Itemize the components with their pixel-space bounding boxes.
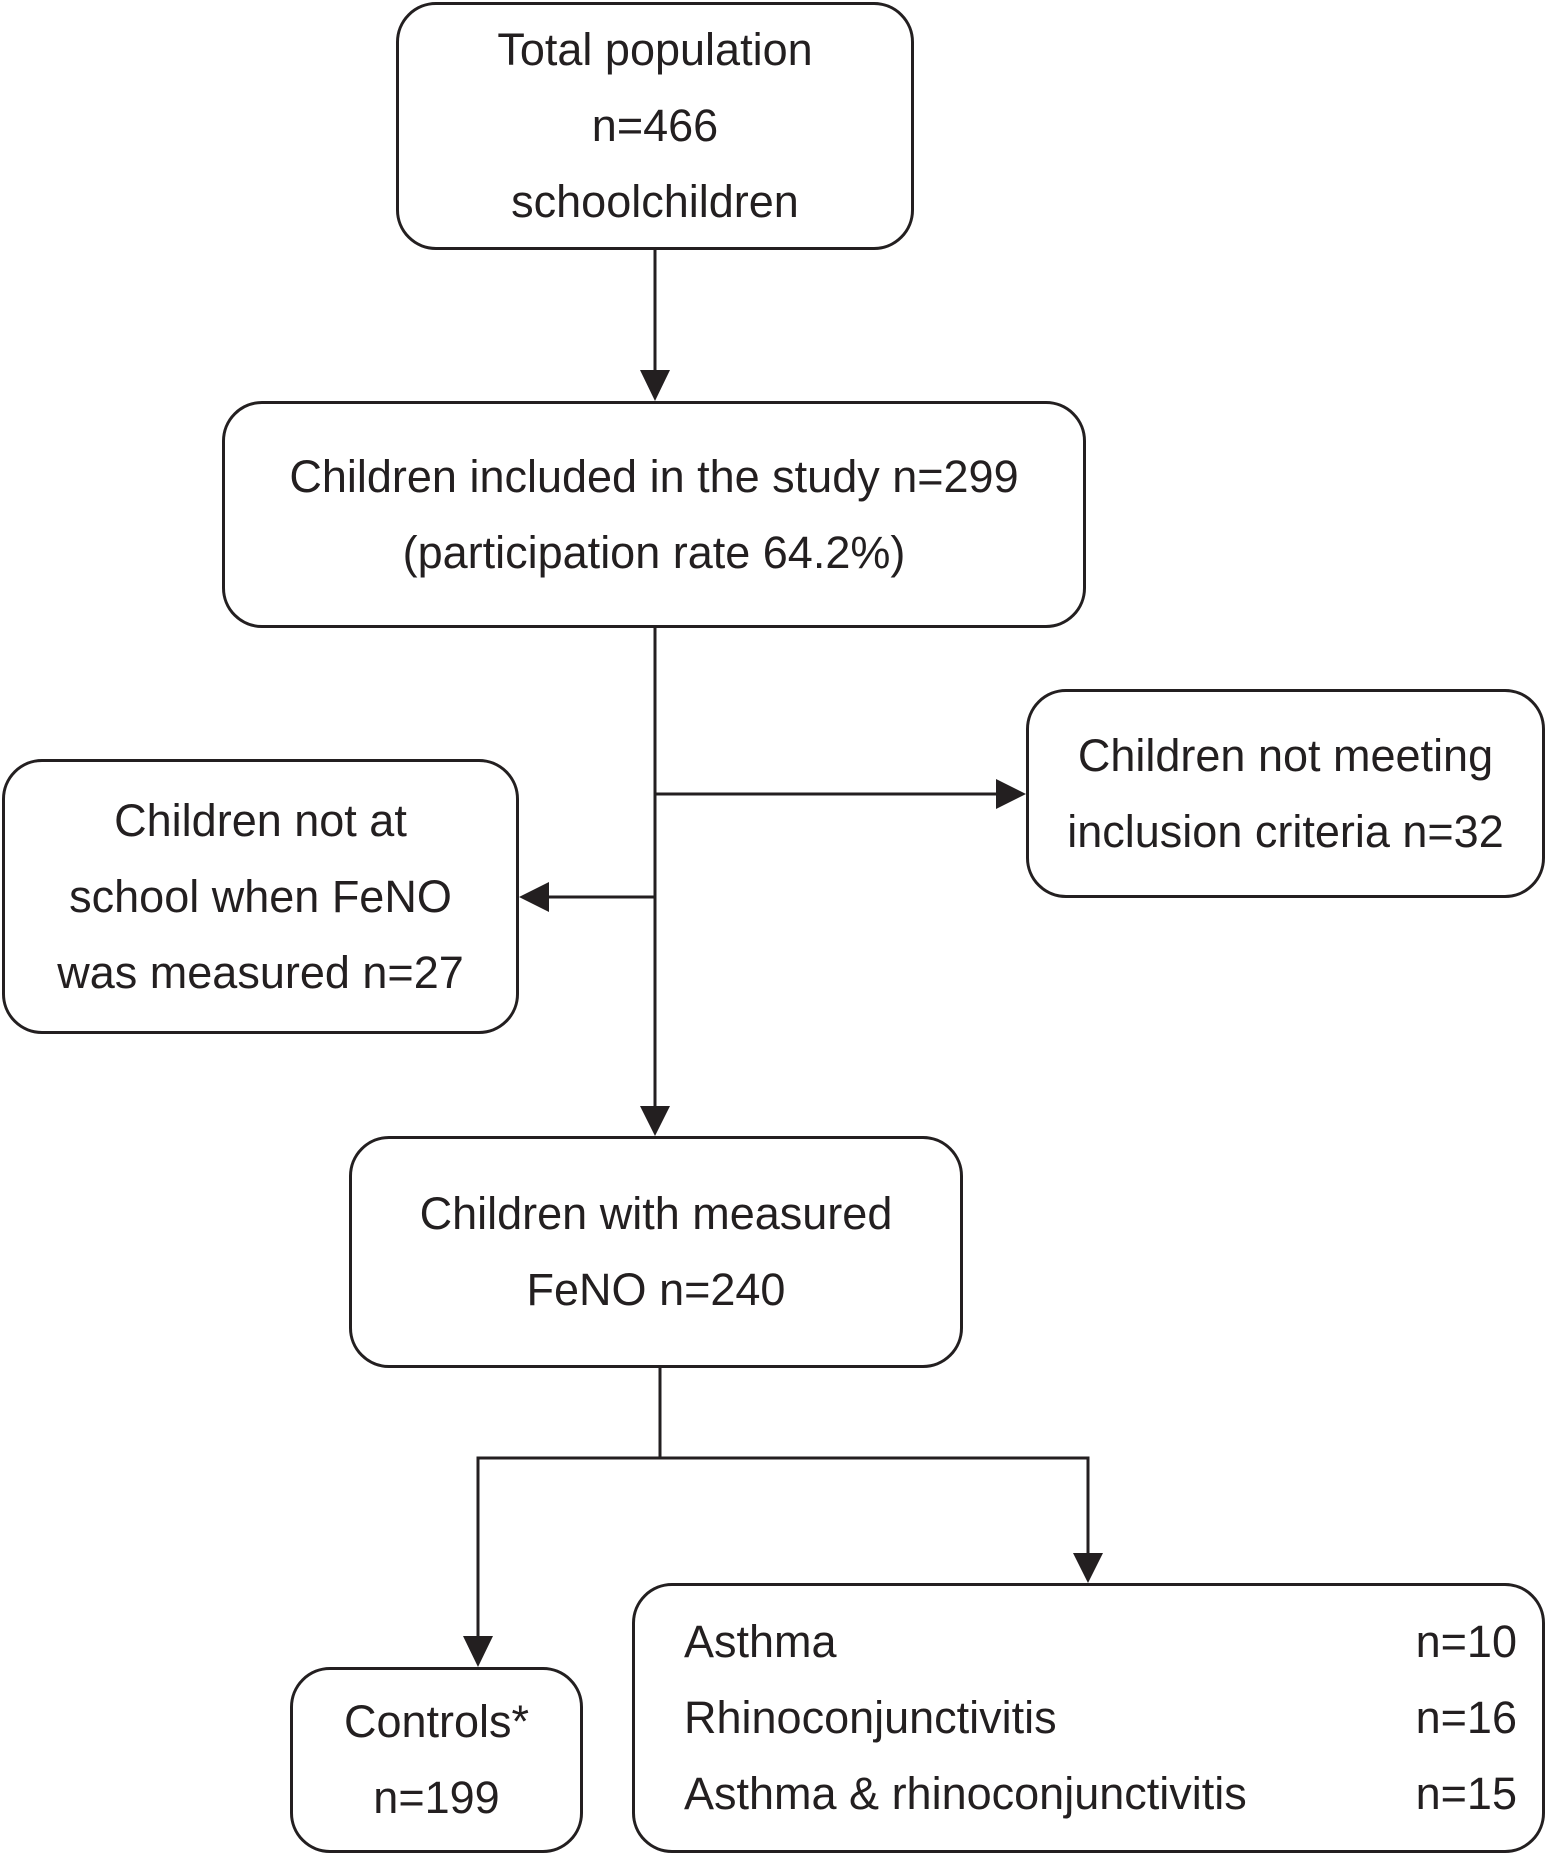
not-meeting-criteria-box: Children not meeting inclusion criteria … bbox=[1026, 689, 1545, 898]
group-count: n=10 bbox=[1415, 1616, 1517, 1667]
disease-groups-box: Asthma n=10 Rhinoconjunctivitis n=16 Ast… bbox=[632, 1583, 1545, 1853]
not-at-school-box: Children not at school when FeNO was mea… bbox=[2, 759, 519, 1034]
arrowhead-to-included bbox=[640, 370, 670, 401]
arrowhead-to-not-school bbox=[519, 882, 549, 912]
connector-measured-to-disease bbox=[660, 1456, 1090, 1555]
box-text-line: Controls* bbox=[343, 1696, 530, 1747]
arrowhead-to-not-meeting bbox=[996, 779, 1026, 809]
group-count: n=15 bbox=[1415, 1768, 1517, 1819]
box-text-line: was measured n=27 bbox=[57, 946, 464, 998]
box-text-line: schoolchildren bbox=[511, 176, 799, 227]
box-text-line: n=199 bbox=[373, 1772, 500, 1823]
group-row: Rhinoconjunctivitis n=16 bbox=[684, 1680, 1517, 1756]
group-label: Asthma & rhinoconjunctivitis bbox=[684, 1768, 1247, 1819]
connector-measured-to-groups bbox=[476, 1368, 662, 1638]
group-row: Asthma n=10 bbox=[684, 1604, 1517, 1680]
box-text-line: Children included in the study n=299 bbox=[289, 450, 1019, 502]
arrowhead-to-disease-groups bbox=[1073, 1553, 1103, 1583]
box-text-line: inclusion criteria n=32 bbox=[1067, 805, 1504, 857]
box-text-line: school when FeNO bbox=[69, 870, 452, 922]
box-text-line: (participation rate 64.2%) bbox=[402, 526, 906, 578]
group-count: n=16 bbox=[1415, 1692, 1517, 1743]
total-population-box: Total population n=466 schoolchildren bbox=[396, 2, 914, 250]
included-children-box: Children included in the study n=299 (pa… bbox=[222, 401, 1086, 628]
box-text-line: n=466 bbox=[591, 100, 719, 151]
group-row: Asthma & rhinoconjunctivitis n=15 bbox=[684, 1756, 1517, 1832]
arrowhead-to-measured bbox=[640, 1106, 670, 1136]
group-label: Asthma bbox=[684, 1616, 837, 1667]
measured-feno-box: Children with measured FeNO n=240 bbox=[349, 1136, 963, 1368]
box-text-line: Children with measured bbox=[419, 1188, 893, 1239]
box-text-line: Children not at bbox=[114, 794, 407, 846]
group-label: Rhinoconjunctivitis bbox=[684, 1692, 1057, 1743]
box-text-line: FeNO n=240 bbox=[526, 1264, 786, 1315]
box-text-line: Children not meeting bbox=[1077, 729, 1494, 781]
controls-box: Controls* n=199 bbox=[290, 1667, 583, 1853]
box-text-line: Total population bbox=[497, 24, 813, 75]
arrowhead-to-controls bbox=[463, 1636, 493, 1667]
